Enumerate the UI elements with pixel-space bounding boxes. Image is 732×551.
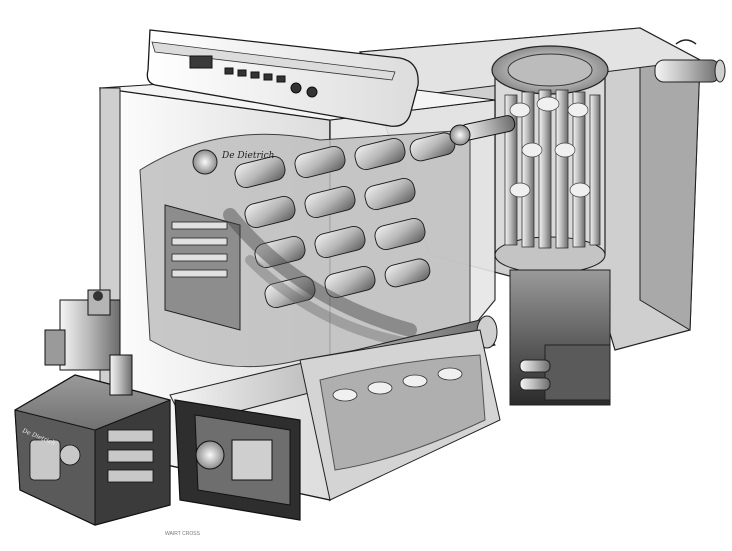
heat-exchanger-cylinder [491, 45, 609, 274]
illustrator-credit: WAIRT CROSS [165, 531, 201, 537]
front-access-box [174, 399, 301, 521]
lower-firebox [299, 329, 501, 501]
combustion-chamber [164, 204, 425, 350]
lower-sump [509, 269, 611, 406]
gas-valve-train [44, 289, 133, 396]
exchanger-tubes [504, 89, 601, 249]
burner-unit: De Dietrich [14, 374, 171, 526]
brand-plate: De Dietrich [192, 149, 274, 175]
water-connections [449, 115, 516, 146]
flue-pipe [654, 39, 726, 83]
burner-internals [29, 429, 154, 483]
display-screen [189, 55, 213, 69]
brand-label: De Dietrich [221, 151, 274, 161]
control-knobs [224, 67, 318, 98]
control-panel [146, 29, 419, 127]
